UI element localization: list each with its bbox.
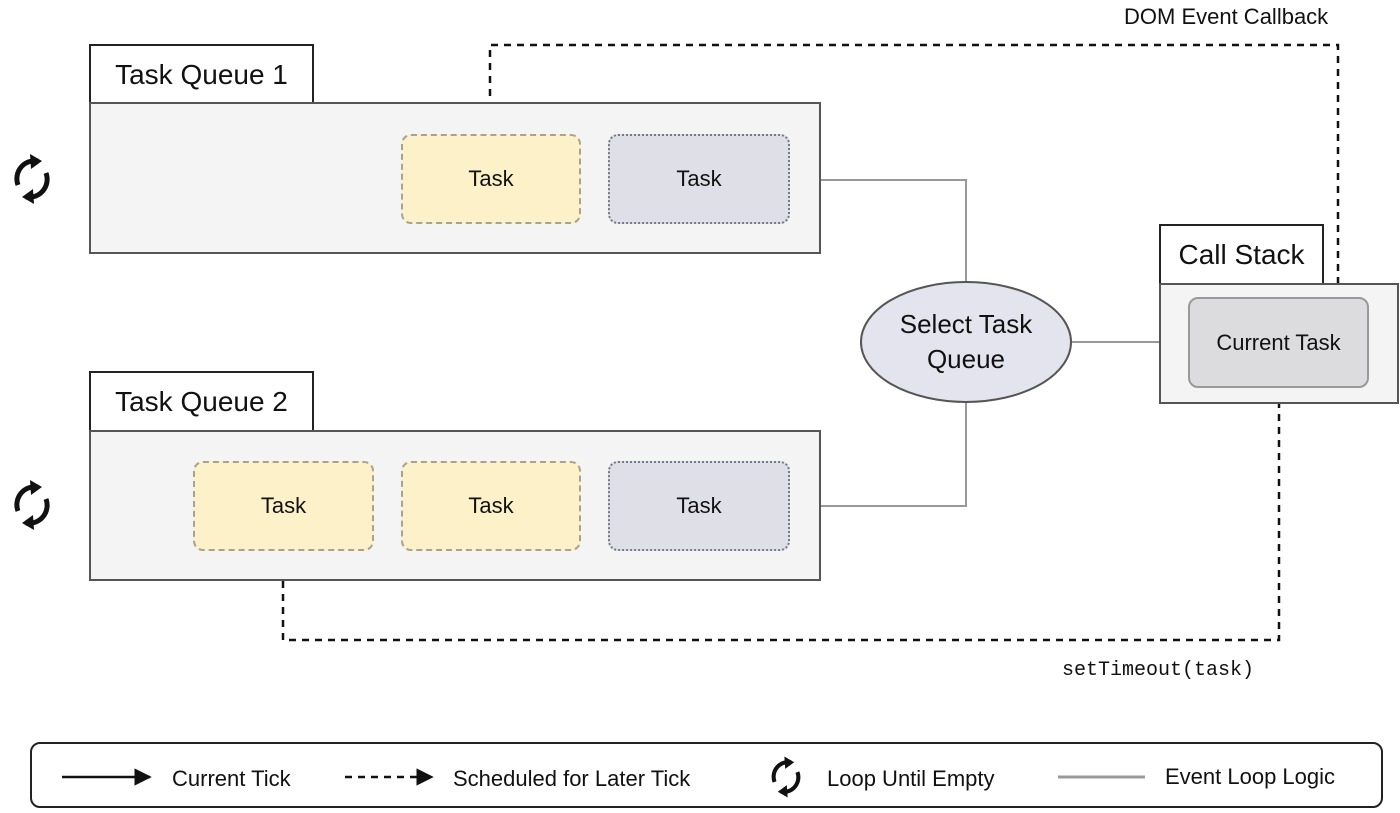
queue2-task-label-2: Task [468,493,514,518]
legend-logic: Event Loop Logic [1165,764,1336,789]
select-task-queue-line-1: Select Task [899,309,1033,339]
legend-loop: Loop Until Empty [827,766,995,791]
loop-icon [14,154,50,204]
loop-icon [771,756,801,798]
task-queue-2-title: Task Queue 2 [89,371,314,432]
queue2-task-scheduled-2: Task [401,461,581,551]
queue2-task-scheduled-1: Task [193,461,374,551]
task-queue-1-title-text: Task Queue 1 [115,58,288,90]
queue2-to-selector-line [820,402,967,507]
legend-current-tick: Current Tick [172,766,291,791]
loop-icon [14,480,50,530]
queue2-task-current: Task [608,461,790,551]
dom-event-callback-label: DOM Event Callback [1124,4,1329,29]
select-task-queue-label: Select Task Queue [861,282,1071,402]
set-timeout-arrow [274,388,1281,642]
queue1-to-selector-line [820,179,967,282]
queue1-task-label-2: Task [676,166,722,191]
legend-symbols [62,768,1145,786]
legend-scheduled: Scheduled for Later Tick [453,766,691,791]
select-task-queue-line-2: Queue [926,344,1006,374]
select-task-queue-ellipse [860,281,1072,403]
current-task: Current Task [1188,297,1369,388]
call-stack-title-text: Call Stack [1178,238,1305,270]
legend: Current Tick Scheduled for Later Tick Lo… [30,742,1383,808]
queue2-task-label-3: Task [676,493,722,518]
call-stack-title: Call Stack [1159,224,1324,285]
queue2-task-label-1: Task [260,493,307,518]
current-task-label: Current Task [1216,329,1341,355]
task-queue-1-title: Task Queue 1 [89,44,314,105]
set-timeout-label: setTimeout(task) [1062,659,1255,682]
task-queue-2-title-text: Task Queue 2 [115,385,288,417]
queue1-task-label-1: Task [468,166,514,191]
queue1-task-current: Task [608,134,790,224]
dom-event-callback-arrow [481,43,1340,297]
queue1-task-scheduled: Task [401,134,581,224]
